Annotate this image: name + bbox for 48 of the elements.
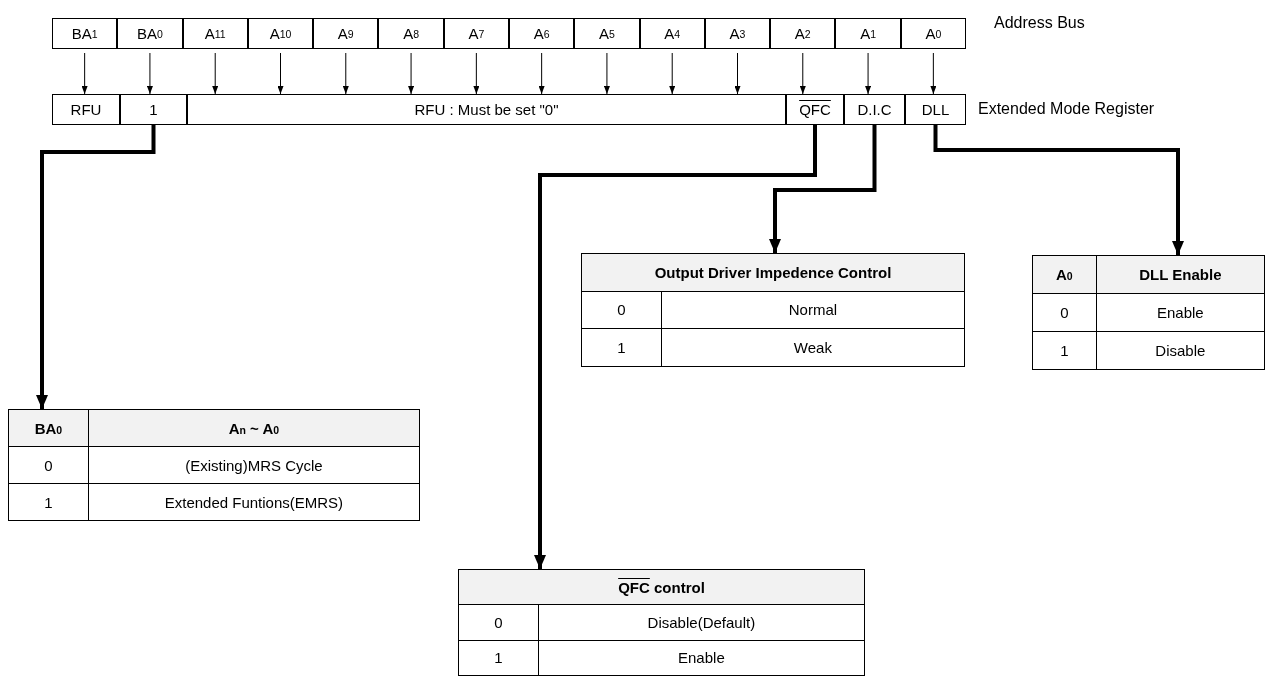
row-label: Address Bus bbox=[994, 14, 1085, 32]
arrow bbox=[277, 52, 284, 95]
table-title: QFC control bbox=[458, 569, 865, 605]
arrow bbox=[81, 52, 88, 95]
register-field: RFU bbox=[52, 94, 120, 125]
truth-table bbox=[458, 569, 865, 676]
column-header: DLL Enable bbox=[1096, 255, 1265, 294]
register-field: 1 bbox=[120, 94, 187, 125]
setting-text: (Existing)MRS Cycle bbox=[88, 446, 420, 484]
setting-text: Extended Funtions(EMRS) bbox=[88, 483, 420, 521]
arrow bbox=[36, 125, 156, 409]
table-title: Output Driver Impedence Control bbox=[581, 253, 965, 292]
setting-text: Enable bbox=[1096, 293, 1265, 332]
arrow bbox=[342, 52, 349, 95]
arrow bbox=[769, 125, 877, 253]
bit-value: 0 bbox=[8, 446, 89, 484]
bit-value: 1 bbox=[1032, 331, 1097, 370]
arrow bbox=[146, 52, 153, 95]
register-field: DLL bbox=[905, 94, 966, 125]
arrow bbox=[538, 52, 545, 95]
arrow bbox=[473, 52, 480, 95]
truth-table bbox=[8, 409, 420, 521]
arrow bbox=[930, 52, 937, 95]
bit-value: 0 bbox=[581, 291, 662, 329]
bit-value: 1 bbox=[8, 483, 89, 521]
truth-table bbox=[1032, 255, 1265, 370]
arrow bbox=[212, 52, 219, 95]
bit-value: 1 bbox=[458, 640, 539, 676]
arrow bbox=[734, 52, 741, 95]
setting-text: Disable bbox=[1096, 331, 1265, 370]
setting-text: Disable(Default) bbox=[538, 604, 865, 641]
setting-text: Normal bbox=[661, 291, 965, 329]
arrow bbox=[799, 52, 806, 95]
arrow bbox=[933, 125, 1184, 255]
setting-text: Enable bbox=[538, 640, 865, 676]
bit-value: 0 bbox=[458, 604, 539, 641]
setting-text: Weak bbox=[661, 328, 965, 367]
bit-value: 1 bbox=[581, 328, 662, 367]
arrow bbox=[865, 52, 872, 95]
bit-value: 0 bbox=[1032, 293, 1097, 332]
register-field: RFU : Must be set "0" bbox=[187, 94, 786, 125]
arrow bbox=[603, 52, 610, 95]
truth-table bbox=[581, 253, 965, 367]
arrow bbox=[534, 125, 817, 569]
register-field: D.I.C bbox=[844, 94, 905, 125]
arrow bbox=[669, 52, 676, 95]
register-field: QFC bbox=[786, 94, 844, 125]
arrow bbox=[408, 52, 415, 95]
